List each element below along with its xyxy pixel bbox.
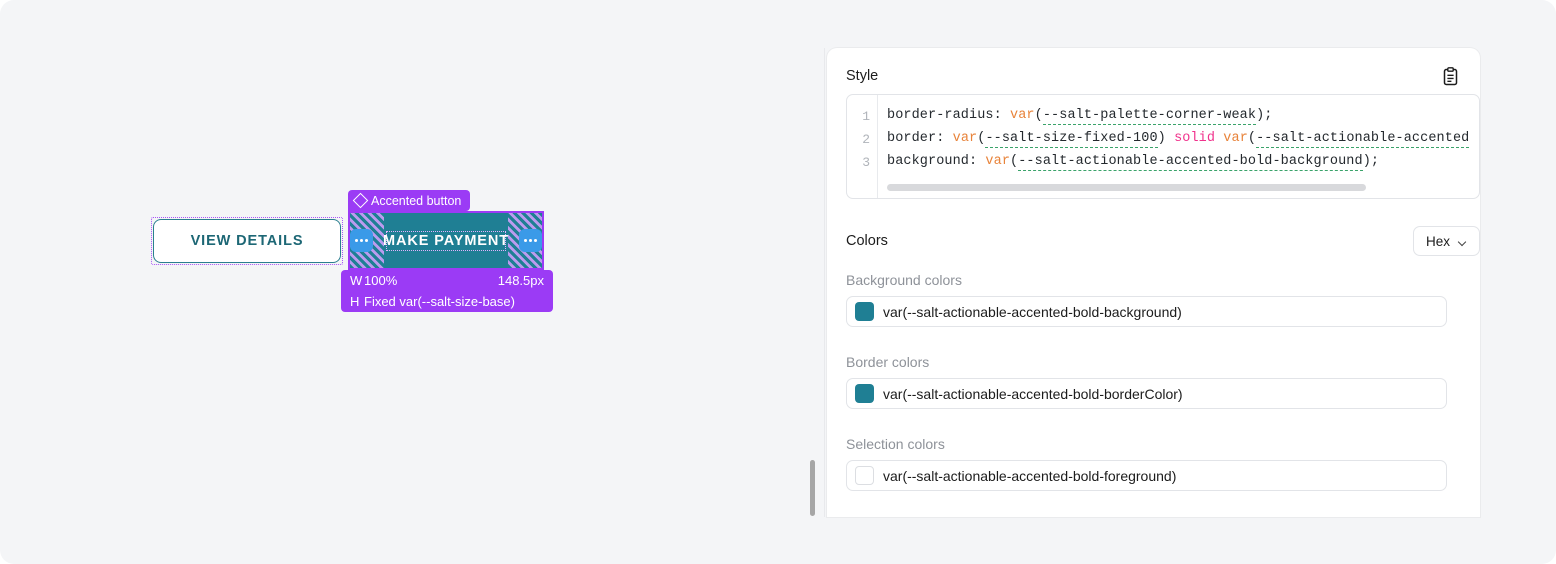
line-number: 1 xyxy=(862,109,870,124)
code-token-fn: var xyxy=(985,154,1011,169)
code-token-plain: ( xyxy=(1247,131,1257,146)
color-swatch[interactable] xyxy=(855,466,874,485)
code-token-plain: ( xyxy=(1034,108,1043,123)
color-token-text: var(--salt-actionable-accented-bold-fore… xyxy=(883,467,1177,484)
code-gutter: 1 2 3 xyxy=(847,95,878,198)
code-token-fn: var xyxy=(952,131,978,146)
style-section-header: Style xyxy=(846,64,1461,88)
code-line: border-radius: var(--salt-palette-corner… xyxy=(887,108,1273,125)
make-payment-button[interactable]: MAKE PAYMENT xyxy=(350,213,542,268)
make-payment-button-label: MAKE PAYMENT xyxy=(383,231,510,251)
selection-color-field[interactable]: var(--salt-actionable-accented-bold-fore… xyxy=(846,460,1447,491)
line-number: 2 xyxy=(862,132,870,147)
size-badge: W 100% 148.5px H Fixed var(--salt-size-b… xyxy=(341,270,553,312)
selection-outline xyxy=(348,211,544,270)
size-badge-width-row: W 100% 148.5px xyxy=(341,270,553,291)
color-format-value: Hex xyxy=(1425,233,1450,249)
code-token-plain: border-radius: xyxy=(887,108,1011,123)
diamond-icon xyxy=(352,192,369,209)
code-token-var: --salt-size-fixed-100 xyxy=(985,131,1158,148)
component-preview-area: VIEW DETAILS Accented button MAKE PAYMEN… xyxy=(151,190,553,312)
size-badge-width-key: W xyxy=(350,273,363,288)
background-colors-label: Background colors xyxy=(846,272,962,288)
code-token-plain: background: xyxy=(887,154,986,169)
code-line: background: var(--salt-actionable-accent… xyxy=(887,154,1380,171)
panel-divider xyxy=(824,48,825,517)
code-token-plain: ( xyxy=(1010,154,1019,169)
code-token-plain: ) xyxy=(1157,131,1175,146)
code-token-plain: border: xyxy=(887,131,953,146)
line-number: 3 xyxy=(862,155,870,170)
style-section-title: Style xyxy=(846,68,879,84)
component-name-tag[interactable]: Accented button xyxy=(348,190,471,211)
code-lines: border-radius: var(--salt-palette-corner… xyxy=(879,95,1479,177)
code-token-plain: ); xyxy=(1256,108,1273,123)
colors-section-title: Colors xyxy=(846,233,888,249)
handle-dot xyxy=(360,239,363,242)
resize-handle-left[interactable] xyxy=(350,229,373,252)
color-token-text: var(--salt-actionable-accented-bold-bord… xyxy=(883,385,1183,402)
color-token-text: var(--salt-actionable-accented-bold-back… xyxy=(883,303,1182,320)
border-color-field[interactable]: var(--salt-actionable-accented-bold-bord… xyxy=(846,378,1447,409)
panel-scrollbar-thumb[interactable] xyxy=(810,460,815,516)
code-horizontal-scrollbar-thumb[interactable] xyxy=(887,184,1366,191)
inspector-panel: Style 1 2 3 border-radius: var(--salt-pa… xyxy=(827,48,1480,517)
color-swatch[interactable] xyxy=(855,384,874,403)
view-details-button[interactable]: VIEW DETAILS xyxy=(153,219,341,263)
colors-section-header: Colors Hex xyxy=(846,225,1480,257)
color-format-select[interactable]: Hex xyxy=(1413,226,1480,256)
view-details-button-wrapper[interactable]: VIEW DETAILS xyxy=(151,217,343,265)
size-badge-height-row: H Fixed var(--salt-size-base) xyxy=(341,291,553,312)
handle-dot xyxy=(524,239,527,242)
code-horizontal-scrollbar[interactable] xyxy=(887,184,1479,191)
handle-dot xyxy=(534,239,537,242)
code-token-fn: var xyxy=(1223,131,1248,146)
code-token-plain: ( xyxy=(977,131,986,146)
size-badge-height-value: Fixed var(--salt-size-base) xyxy=(364,294,515,309)
resize-handle-right[interactable] xyxy=(519,229,542,252)
size-badge-height-key: H xyxy=(350,294,360,309)
size-badge-width-px: 148.5px xyxy=(497,273,544,288)
size-badge-width-value: 100% xyxy=(364,273,398,288)
chevron-down-icon xyxy=(1459,239,1467,244)
view-details-selection-outline xyxy=(151,217,343,265)
component-name-tag-label: Accented button xyxy=(371,193,462,208)
clipboard-icon[interactable] xyxy=(1439,65,1461,87)
background-color-field[interactable]: var(--salt-actionable-accented-bold-back… xyxy=(846,296,1447,327)
code-line: border: var(--salt-size-fixed-100) solid… xyxy=(887,131,1470,148)
code-token-kw: solid xyxy=(1174,131,1216,146)
make-payment-button-wrapper[interactable]: MAKE PAYMENT xyxy=(348,211,544,270)
css-code-editor[interactable]: 1 2 3 border-radius: var(--salt-palette-… xyxy=(846,94,1480,199)
code-token-fn: var xyxy=(1010,108,1035,123)
handle-dot xyxy=(529,239,532,242)
border-colors-label: Border colors xyxy=(846,354,930,370)
code-token-var: --salt-actionable-accented-bold-backgrou… xyxy=(1018,154,1363,171)
code-token-plain: ); xyxy=(1362,154,1380,169)
handle-dot xyxy=(355,239,358,242)
color-swatch[interactable] xyxy=(855,302,874,321)
code-token-var: --salt-palette-corner-weak xyxy=(1042,108,1257,125)
code-token-var: --salt-actionable-accented xyxy=(1256,131,1470,148)
selection-colors-label: Selection colors xyxy=(846,436,945,452)
handle-dot xyxy=(365,239,368,242)
